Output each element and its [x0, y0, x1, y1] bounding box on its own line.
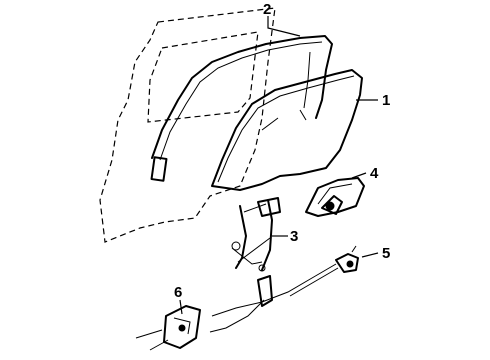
- latch-handle-part: [305, 177, 365, 217]
- door-shell-outline: [99, 7, 276, 243]
- callout-number-5: 5: [382, 245, 390, 262]
- callout-number-1: 1: [382, 92, 390, 109]
- run-channel-part: [150, 35, 333, 182]
- callout-number-3: 3: [290, 228, 298, 245]
- callout-number-2: 2: [263, 1, 271, 18]
- door-glass-part: [211, 69, 363, 191]
- lower-latch-part: [135, 275, 273, 351]
- lock-rod-part: [211, 245, 359, 317]
- window-regulator-part: [231, 197, 281, 272]
- callout-number-4: 4: [370, 165, 379, 182]
- callout-leaders: [179, 16, 379, 315]
- callout-labels: 2 1 4 3 5 6: [174, 1, 390, 301]
- callout-number-6: 6: [174, 284, 182, 301]
